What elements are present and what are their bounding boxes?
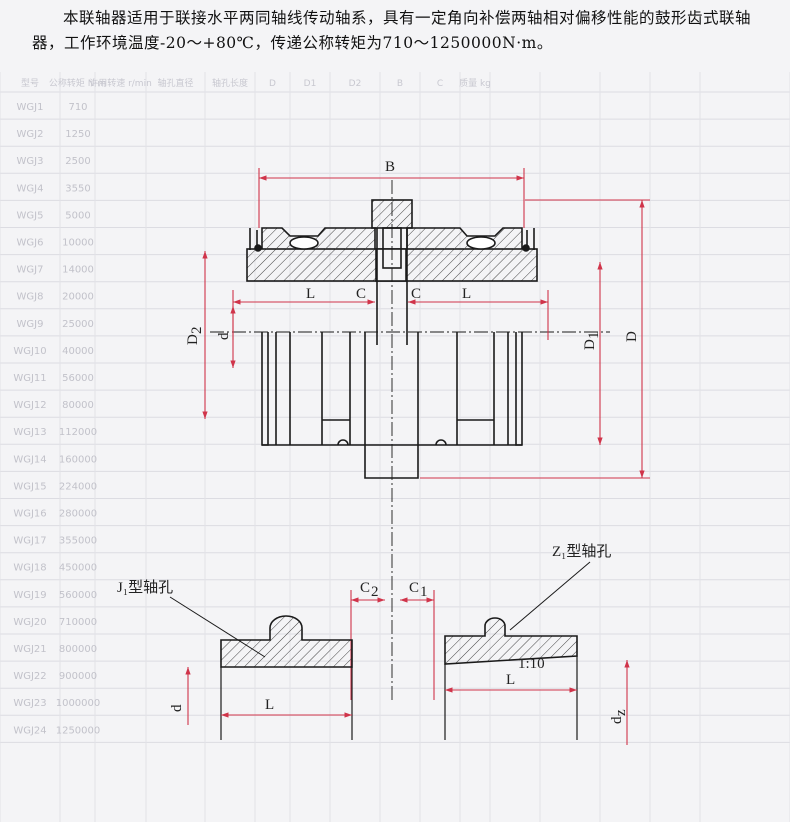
ghost-torque-cell: 160000	[59, 454, 97, 465]
ghost-header-cell: C	[437, 79, 443, 89]
j1-dimensions	[169, 596, 352, 725]
ghost-model-cell: WGJ10	[13, 346, 46, 357]
ghost-torque-cell: 1250	[65, 129, 90, 140]
ghost-header-cell: 型号	[21, 78, 39, 89]
ghost-header-cell: 质量 kg	[459, 77, 491, 89]
dim-label-c1-sub: 1	[420, 584, 428, 600]
dim-label-d2: D	[185, 334, 201, 345]
ghost-header-cell: 轴孔直径	[157, 77, 193, 89]
ghost-header-cell: B	[397, 79, 403, 89]
ghost-model-cell: WGJ14	[13, 454, 46, 465]
ghost-model-cell: WGJ1	[17, 102, 44, 113]
j1-shaft-hole-detail	[220, 615, 353, 740]
intro-paragraph: 本联轴器适用于联接水平两同轴线传动轴系，具有一定角向补偿两轴相对偏移性能的鼓形齿…	[32, 9, 752, 52]
centerlines	[210, 180, 610, 700]
dim-label-d1: D	[582, 339, 598, 350]
ghost-model-cell: WGJ13	[13, 427, 46, 438]
z1-hole-label: Z₁型轴孔	[552, 543, 611, 560]
ghost-header-cell: 许用转速 r/min	[89, 77, 152, 89]
ghost-torque-cell: 25000	[62, 319, 94, 330]
ghost-model-cell: WGJ17	[13, 536, 46, 547]
ghost-model-cell: WGJ11	[13, 373, 46, 384]
dim-label-c2: C	[360, 580, 370, 596]
ghost-model-cell: WGJ15	[13, 481, 46, 492]
dim-label-l-left: L	[306, 286, 315, 302]
z1-shaft-hole-detail	[444, 617, 578, 740]
dim-label-dz-sub: z	[613, 709, 629, 716]
ghost-torque-cell: 450000	[59, 563, 97, 574]
ghost-torque-cell: 355000	[59, 536, 97, 547]
ghost-torque-cell: 14000	[62, 265, 94, 276]
ghost-model-cell: WGJ7	[17, 265, 44, 276]
ghost-torque-cell: 2500	[65, 156, 90, 167]
ghost-model-cell: WGJ22	[13, 671, 46, 682]
ghost-model-cell: WGJ21	[13, 644, 46, 655]
ghost-model-cell: WGJ16	[13, 509, 46, 520]
j1-hole-label: J₁型轴孔	[117, 579, 173, 596]
dim-label-d1-sub: 1	[586, 332, 602, 340]
ghost-torque-cell: 56000	[62, 373, 94, 384]
ghost-header-cell: D1	[304, 79, 317, 89]
dim-label-d2-sub: 2	[189, 327, 205, 335]
ghost-torque-cell: 1250000	[56, 725, 101, 736]
ghost-model-cell: WGJ19	[13, 590, 46, 601]
ghost-torque-cell: 5000	[65, 210, 90, 221]
dim-label-d-j1: d	[169, 704, 185, 712]
dim-label-l-z1: L	[506, 672, 515, 688]
ghost-model-cell: WGJ20	[13, 617, 46, 628]
dim-label-l-j1: L	[265, 697, 274, 713]
ghost-model-cell: WGJ4	[17, 183, 44, 194]
ghost-model-cell: WGJ8	[17, 292, 44, 303]
ghost-torque-cell: 710000	[59, 617, 97, 628]
ghost-torque-cell: 20000	[62, 292, 94, 303]
ghost-torque-cell: 3550	[65, 183, 90, 194]
ghost-header-cell: D2	[349, 79, 362, 89]
ghost-torque-cell: 112000	[59, 427, 97, 438]
z1-dimensions	[445, 561, 630, 745]
ghost-header-cell: D	[269, 79, 276, 89]
ghost-model-cell: WGJ24	[13, 725, 46, 736]
dim-label-d-outer: D	[624, 331, 640, 342]
ghost-model-cell: WGJ23	[13, 698, 46, 709]
dim-label-l-right: L	[462, 286, 471, 302]
ghost-torque-cell: 1000000	[56, 698, 101, 709]
ghost-torque-cell: 280000	[59, 509, 97, 520]
ghost-torque-cell: 224000	[59, 481, 97, 492]
ghost-model-cell: WGJ18	[13, 563, 46, 574]
ghost-model-cell: WGJ9	[17, 319, 44, 330]
ghost-model-cell: WGJ12	[13, 400, 46, 411]
ghost-model-cell: WGJ3	[17, 156, 44, 167]
ghost-model-cell: WGJ5	[17, 210, 44, 221]
ghost-torque-cell: 710	[68, 102, 87, 113]
dim-label-c2-sub: 2	[371, 584, 379, 600]
ghost-torque-cell: 10000	[62, 238, 94, 249]
ghost-torque-cell: 900000	[59, 671, 97, 682]
ghost-model-cell: WGJ2	[17, 129, 44, 140]
ghost-torque-cell: 800000	[59, 644, 97, 655]
dim-label-dz: d	[609, 716, 625, 724]
ghost-torque-cell: 560000	[59, 590, 97, 601]
ghost-header-cell: 轴孔长度	[212, 77, 248, 89]
dim-label-b: B	[385, 159, 395, 175]
taper-label: 1:10	[518, 656, 545, 672]
dim-label-c1: C	[409, 580, 419, 596]
ghost-header-cell: 公称转矩 N·m	[49, 77, 106, 89]
dim-label-d-main: d	[216, 332, 232, 340]
dim-label-c-right: C	[411, 286, 421, 302]
ghost-torque-cell: 80000	[62, 400, 94, 411]
dim-label-c-left: C	[356, 286, 366, 302]
ghost-model-cell: WGJ6	[17, 238, 44, 249]
ghost-torque-cell: 40000	[62, 346, 94, 357]
